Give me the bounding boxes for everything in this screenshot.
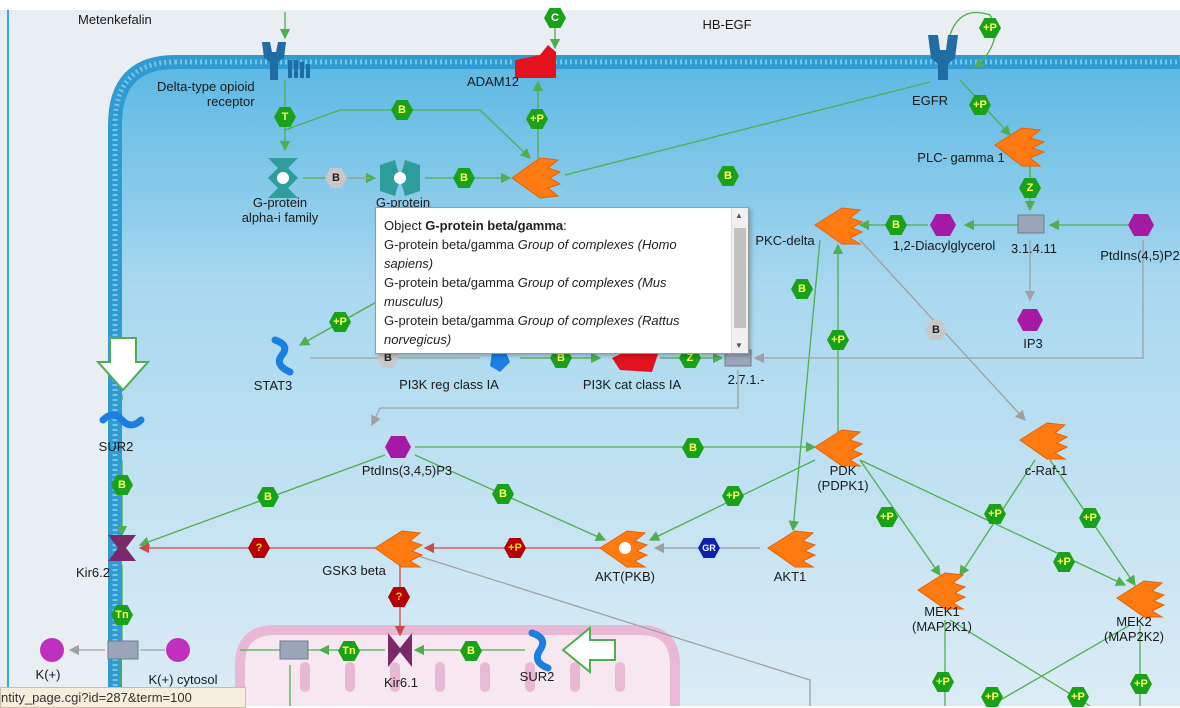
label-sur2-bottom: SUR2 [519,669,555,684]
tooltip-row[interactable]: G-protein beta/gamma Group of complexes … [384,237,677,271]
tooltip-row[interactable]: G-protein beta/gamma Group of complexes … [384,275,667,309]
badge-binding[interactable]: B [791,279,813,299]
label-pi3k-reg: PI3K reg class IA [399,377,499,392]
label-delta-opioid-receptor: Delta-type opioid receptor [157,79,255,109]
badge-phosphorylation[interactable]: +P [876,507,898,527]
label-enzyme-3-1-4-11: 3.1.4.11 [1010,241,1058,256]
badge-phosphorylation[interactable]: +P [932,672,954,692]
tooltip-content: Object G-protein beta/gamma: G-protein b… [384,216,728,349]
badge-catalysis[interactable]: Z [1019,178,1041,198]
label-enzyme-2-7-1: 2.7.1.- [727,372,765,387]
label-diacylglycerol: 1,2-Diacylglycerol [892,238,996,253]
label-egfr: EGFR [911,93,949,108]
badge-phosphorylation[interactable]: +P [981,687,1003,707]
label-metenkefalin: Metenkefalin [78,12,152,27]
label-k-cytosol: K(+) cytosol [148,672,218,687]
badge-binding[interactable]: B [111,475,133,495]
badge-binding[interactable]: B [325,168,347,188]
label-mek2: MEK2 (MAP2K2) [1104,614,1164,644]
badge-phosphorylation[interactable]: +P [969,95,991,115]
badge-binding[interactable]: B [885,215,907,235]
badge-binding[interactable]: B [257,487,279,507]
badge-phosphorylation[interactable]: +P [504,538,526,558]
label-adam12: ADAM12 [466,74,520,89]
tooltip-scrollbar[interactable]: ▲ ▼ [731,208,748,353]
label-pkc-delta: PKC-delta [755,233,815,248]
badge-binding[interactable]: B [925,320,947,340]
label-ptdins45p2: PtdIns(4,5)P2 [1100,248,1180,263]
label-mek1: MEK1 (MAP2K1) [912,604,972,634]
badge-transport[interactable]: Tn [111,605,133,625]
badge-group-relation[interactable]: GR [698,538,720,558]
badge-transport[interactable]: T [274,107,296,127]
badge-binding[interactable]: B [391,100,413,120]
badge-phosphorylation[interactable]: +P [526,109,548,129]
label-ptdins345p3: PtdIns(3,4,5)P3 [361,463,453,478]
delta-opioid-receptor-glyph [262,42,310,80]
badge-binding[interactable]: B [460,641,482,661]
label-plc-gamma1: PLC- gamma 1 [917,150,1005,165]
badge-binding[interactable]: B [453,168,475,188]
badge-binding[interactable]: B [682,438,704,458]
object-tooltip: Object G-protein beta/gamma: G-protein b… [375,207,749,354]
scroll-down-icon[interactable]: ▼ [735,341,743,350]
badge-phosphorylation[interactable]: +P [1067,687,1089,707]
badge-phosphorylation[interactable]: +P [722,486,744,506]
label-stat3: STAT3 [253,378,293,393]
badge-phosphorylation[interactable]: +P [329,312,351,332]
status-bar-url: ntity_page.cgi?id=287&term=100 [0,687,246,708]
label-g-protein-alpha-i: G-protein alpha-i family [241,195,319,225]
label-pdk: PDK (PDPK1) [817,463,869,493]
badge-unknown[interactable]: ? [388,587,410,607]
label-gsk3-beta: GSK3 beta [322,563,386,578]
label-k-plus: K(+) [35,667,61,682]
badge-binding[interactable]: B [492,484,514,504]
badge-c[interactable]: C [544,8,566,28]
badge-binding[interactable]: B [717,166,739,186]
tooltip-row[interactable]: G-protein beta/gamma Group of complexes … [384,313,680,347]
label-c-raf-1: c-Raf-1 [1024,463,1068,478]
badge-phosphorylation[interactable]: +P [1079,508,1101,528]
tooltip-title: Object G-protein beta/gamma: [384,218,567,233]
badge-unknown[interactable]: ? [248,538,270,558]
label-ip3: IP3 [1023,336,1043,351]
scrollbar-thumb[interactable] [734,228,746,328]
label-sur2-top: SUR2 [98,439,134,454]
badge-phosphorylation[interactable]: +P [827,330,849,350]
scroll-up-icon[interactable]: ▲ [735,211,743,220]
label-kir6-2: Kir6.2 [76,565,110,580]
badge-phosphorylation[interactable]: +P [984,504,1006,524]
badge-phosphorylation[interactable]: +P [1053,552,1075,572]
badge-phosphorylation[interactable]: +P [979,18,1001,38]
label-akt-pkb: AKT(PKB) [595,569,655,584]
label-kir6-1: Kir6.1 [384,675,418,690]
label-hb-egf: HB-EGF [702,17,752,32]
label-akt1: AKT1 [773,569,807,584]
badge-transport[interactable]: Tn [338,641,360,661]
badge-phosphorylation[interactable]: +P [1130,674,1152,694]
label-pi3k-cat: PI3K cat class IA [582,377,682,392]
